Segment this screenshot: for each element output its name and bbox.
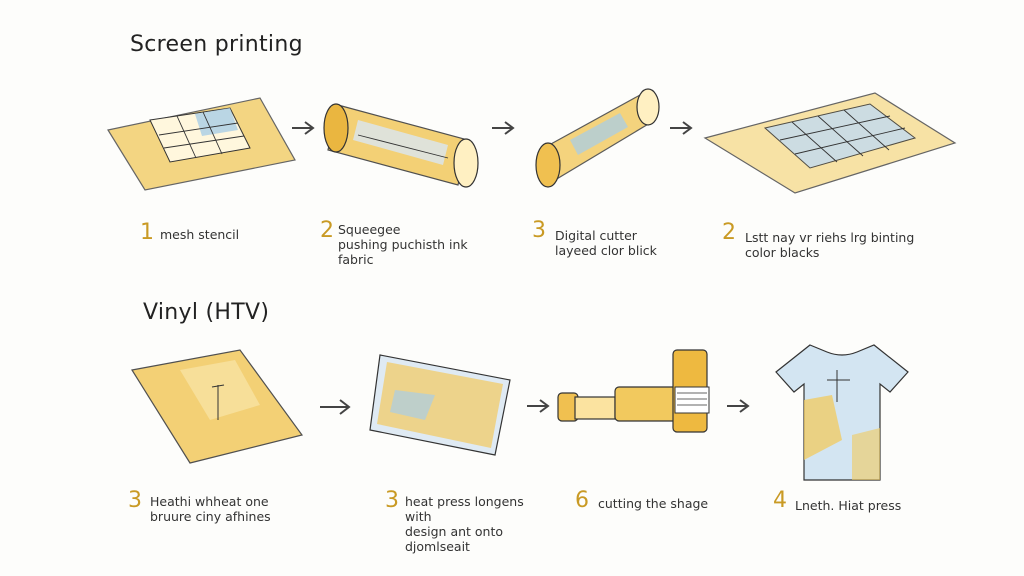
step-caption: Lstt nay vr riehs lrg binting color blac… bbox=[745, 230, 915, 260]
step-caption: Lneth. Hiat press bbox=[795, 498, 902, 513]
arrow-right-icon bbox=[490, 120, 516, 140]
arrow-right-icon bbox=[290, 120, 316, 140]
vinyl-sheet-illustration bbox=[120, 345, 310, 470]
arrow-right-icon bbox=[725, 398, 751, 418]
step-number: 3 bbox=[128, 488, 142, 513]
t-shirt-illustration bbox=[772, 340, 912, 485]
step-number: 2 bbox=[722, 220, 736, 245]
step-caption: cutting the shage bbox=[598, 496, 709, 511]
step-caption: Heathi whheat one bruure ciny afhines bbox=[150, 494, 271, 524]
squeegee-roller-illustration bbox=[318, 90, 488, 200]
vinyl-htv-title: Vinyl (HTV) bbox=[143, 300, 270, 325]
step-number: 1 bbox=[140, 220, 154, 245]
digital-cutter-illustration bbox=[530, 85, 670, 200]
arrow-right-icon bbox=[525, 398, 551, 418]
step-number: 4 bbox=[773, 488, 787, 513]
step-number: 6 bbox=[575, 488, 589, 513]
arrow-right-icon bbox=[318, 398, 352, 420]
step-caption: Squeegee pushing puchisth ink fabric bbox=[338, 222, 468, 267]
mesh-stencil-illustration bbox=[100, 90, 300, 200]
step-caption: Digital cutter layeed clor blick bbox=[555, 228, 657, 258]
step-caption: heat press longens with design ant onto … bbox=[405, 494, 524, 554]
screen-printing-title: Screen printing bbox=[130, 32, 303, 57]
layered-print-illustration bbox=[700, 88, 960, 198]
step-number: 2 bbox=[320, 218, 334, 243]
step-number: 3 bbox=[385, 488, 399, 513]
cutting-machine-illustration bbox=[553, 345, 723, 440]
arrow-right-icon bbox=[668, 120, 694, 140]
step-caption: mesh stencil bbox=[160, 227, 240, 242]
weeded-sheet-illustration bbox=[365, 350, 515, 460]
step-number: 3 bbox=[532, 218, 546, 243]
